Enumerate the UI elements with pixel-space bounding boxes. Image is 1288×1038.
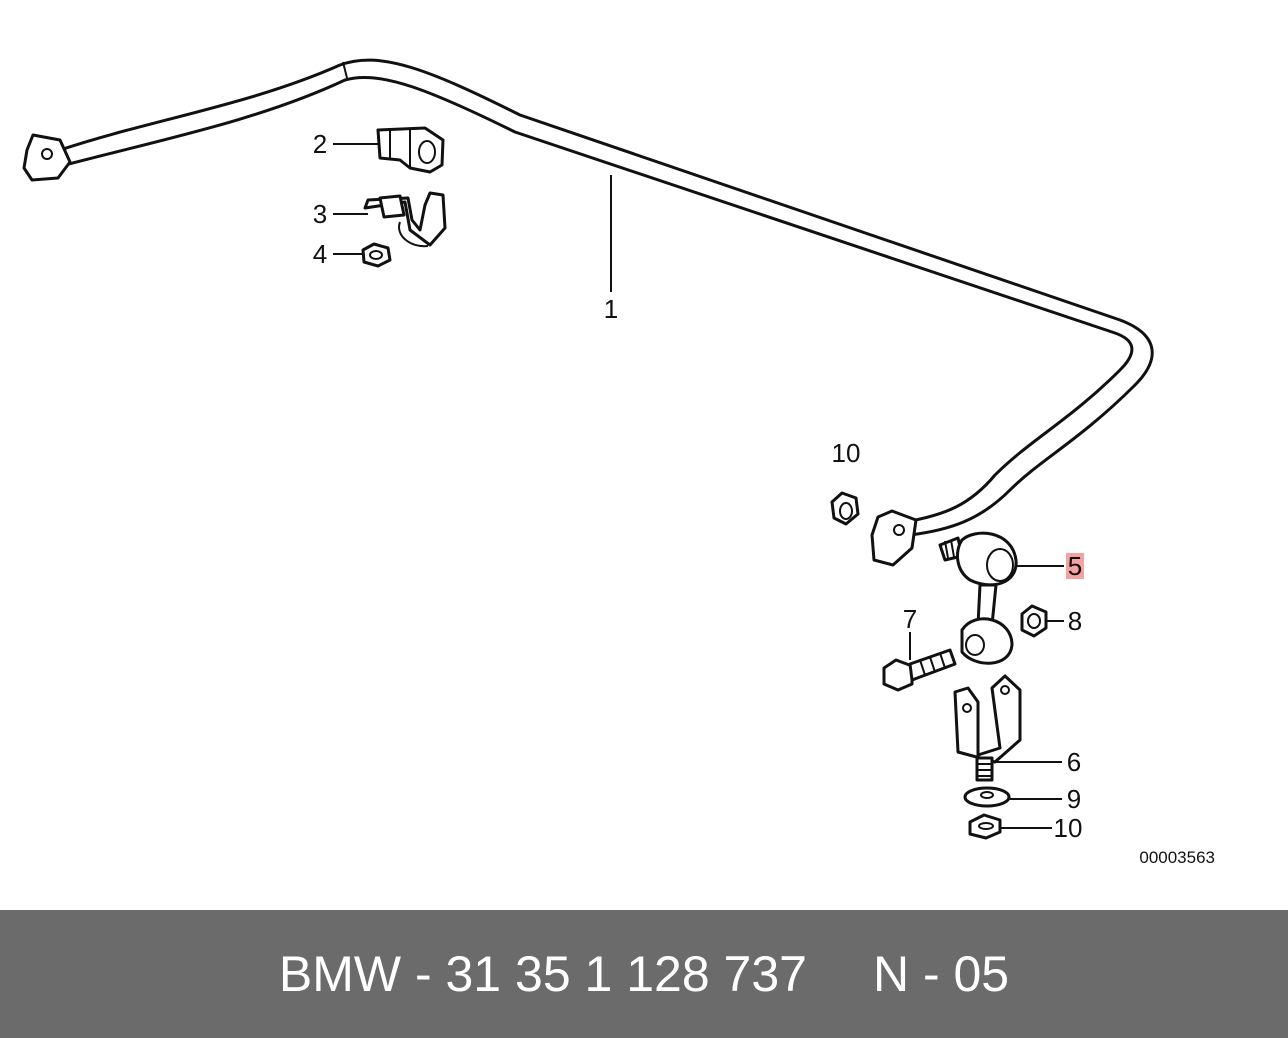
- stabilizer-bar-diagram: 1 2 3 4 5 6 7 8 9 10 10 00003563: [22, 58, 1215, 867]
- hex-nut-8: [1020, 604, 1048, 638]
- hex-nut-10-upper: [830, 491, 860, 526]
- callout-6: 6: [1067, 747, 1081, 777]
- washer: [963, 786, 1011, 808]
- callout-7: 7: [903, 604, 917, 634]
- callout-10-upper: 10: [832, 438, 861, 468]
- leader-lines: [333, 143, 1064, 829]
- stabilizer-bar: [22, 58, 1154, 567]
- bracket: [953, 674, 1022, 782]
- rubber-mounting: [376, 126, 445, 174]
- callout-1: 1: [604, 294, 618, 324]
- clamp: [363, 191, 447, 248]
- callout-10-lower: 10: [1054, 813, 1083, 843]
- hex-nut-10-lower: [968, 813, 1002, 840]
- footer-bar: BMW - 31 35 1 128 737 N - 05: [0, 910, 1288, 1038]
- callout-5: 5: [1068, 551, 1082, 581]
- pendulum-support: [938, 531, 1018, 665]
- callout-5-highlight: [1066, 553, 1084, 579]
- callout-2: 2: [313, 129, 327, 159]
- hex-bolt: [882, 648, 957, 692]
- callout-4: 4: [313, 239, 327, 269]
- callout-8: 8: [1068, 606, 1082, 636]
- diagram-position: N - 05: [872, 946, 1010, 1002]
- part-number: BMW - 31 35 1 128 737: [278, 946, 807, 1002]
- diagram-reference-code: 00003563: [1139, 848, 1215, 867]
- callout-3: 3: [313, 199, 327, 229]
- hex-nut-4: [361, 242, 392, 268]
- callout-9: 9: [1067, 784, 1081, 814]
